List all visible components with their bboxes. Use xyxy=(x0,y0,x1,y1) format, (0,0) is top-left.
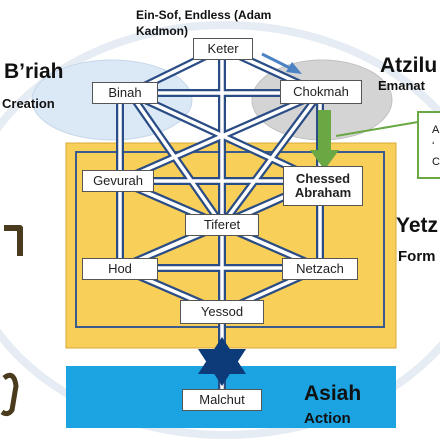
yetzirah-frame xyxy=(75,151,385,328)
sefira-binah: Binah xyxy=(92,82,158,104)
atziluth-label: Atzilu xyxy=(380,54,438,77)
sefira-malchut: Malchut xyxy=(182,389,262,411)
sefira-chokmah: Chokmah xyxy=(280,80,362,104)
briah-sublabel: Creation xyxy=(2,96,55,111)
pointer-arrow-icon xyxy=(261,52,302,74)
outer-arc xyxy=(0,21,440,439)
briah-label: B’riah xyxy=(4,60,64,83)
sefira-chessed: Chessed Abraham xyxy=(283,166,363,206)
yetzirah-sublabel: Form xyxy=(398,248,436,265)
callout-line1: A xyxy=(432,124,440,136)
star-of-david-icon xyxy=(198,337,246,386)
sefira-yessod: Yessod xyxy=(180,300,264,324)
letter-fragment-2 xyxy=(0,372,19,417)
sefira-tiferet: Tiferet xyxy=(185,214,259,236)
callout-line3: C xyxy=(432,156,440,168)
green-down-arrow-icon xyxy=(310,110,339,170)
chessed-sublabel: Abraham xyxy=(294,185,352,200)
callout-box xyxy=(417,111,440,179)
top-caption-line2: Kadmon) xyxy=(136,24,188,38)
sefira-hod: Hod xyxy=(82,258,158,280)
letter-fragment-1 xyxy=(4,225,23,256)
sefira-keter: Keter xyxy=(193,38,253,60)
sefira-gevurah: Gevurah xyxy=(82,170,154,192)
callout-connector xyxy=(335,121,419,137)
callout-line2: ‘ xyxy=(432,140,435,152)
chessed-label: Chessed xyxy=(295,171,351,186)
asiah-sublabel: Action xyxy=(304,410,351,427)
sefira-netzach: Netzach xyxy=(282,258,358,280)
yetzirah-label: Yetz xyxy=(396,214,439,237)
atziluth-sublabel: Emanat xyxy=(378,78,425,93)
top-caption-line1: Ein-Sof, Endless (Adam xyxy=(136,8,272,22)
asiah-label: Asiah xyxy=(304,382,362,405)
